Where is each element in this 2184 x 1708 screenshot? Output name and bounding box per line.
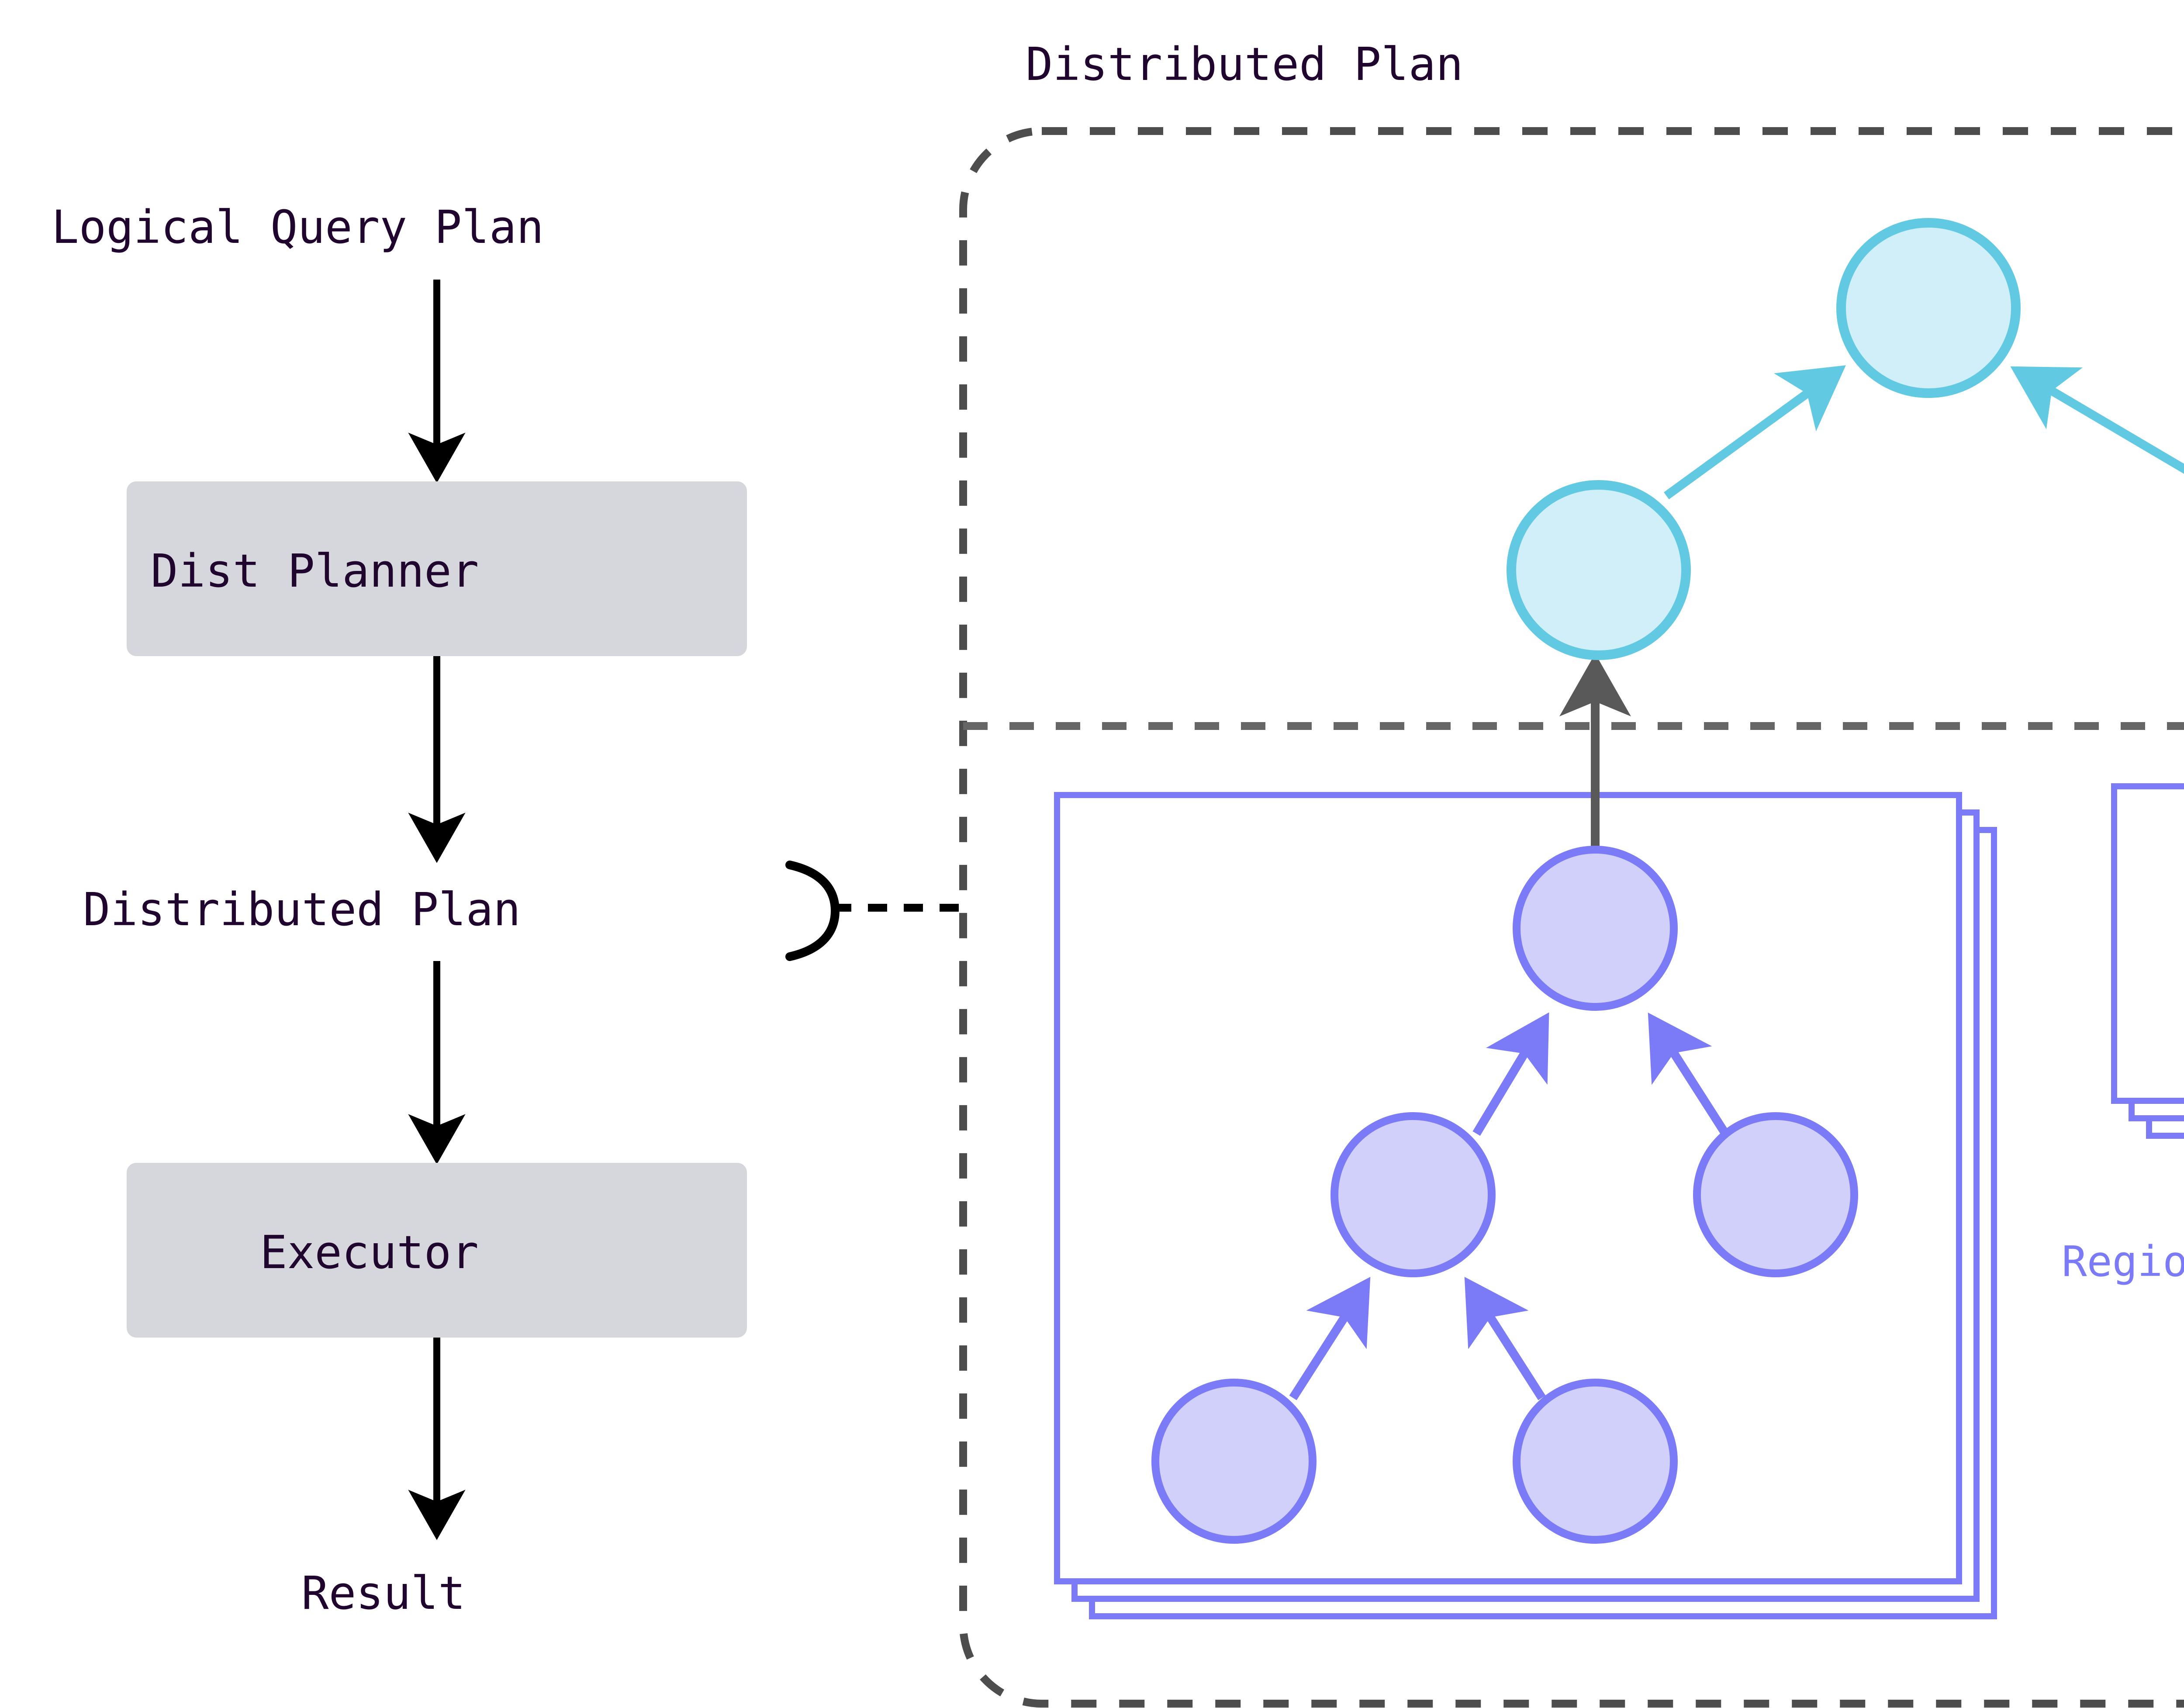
datanode-node-mid[interactable]	[1330, 1112, 1496, 1277]
distributed-plan-container	[959, 127, 2184, 1708]
region-card-front	[2111, 783, 2184, 1104]
datanode-node-leaf-2[interactable]	[1513, 1379, 1678, 1544]
dist-planner-label: Dist Planner	[151, 544, 479, 598]
region-stack-right[interactable]	[2111, 783, 2184, 1139]
frontend-node-root[interactable]	[1836, 218, 2021, 398]
edge-d1-mid-to-root	[1472, 1012, 1549, 1136]
result-label: Result	[301, 1566, 466, 1620]
edge-d1-l1-to-mid	[1289, 1277, 1371, 1400]
distributed-plan-step-label: Distributed Plan	[83, 883, 521, 936]
dist-planner-box[interactable]	[127, 481, 747, 656]
datanode-node-root[interactable]	[1513, 846, 1678, 1011]
edge-d1-l2-to-mid	[1464, 1277, 1546, 1400]
executor-label: Executor	[260, 1226, 479, 1279]
datanode-node-side[interactable]	[1693, 1112, 1858, 1277]
frontend-edges	[1664, 365, 2184, 500]
datanode-edges	[1289, 1012, 1729, 1400]
edge-frontend-right-to-root	[2010, 366, 2184, 474]
cross-stage-edges	[1559, 653, 1631, 848]
datanode-node-leaf-1[interactable]	[1151, 1379, 1317, 1544]
distributed-plan-bracket-icon	[785, 861, 840, 961]
executor-box[interactable]	[127, 1163, 747, 1338]
regions-label: Regions	[2062, 1237, 2184, 1286]
datanode-nodes[interactable]	[1151, 846, 2184, 1544]
frontend-node-left[interactable]	[1507, 480, 1691, 660]
edge-d1-side-to-root	[1648, 1013, 1729, 1136]
logical-query-plan-label: Logical Query Plan	[52, 201, 544, 254]
distributed-plan-title: Distributed Plan	[1026, 38, 1463, 91]
edge-frontend-left-to-root	[1664, 365, 1846, 500]
frontend-nodes[interactable]	[1507, 218, 2184, 660]
